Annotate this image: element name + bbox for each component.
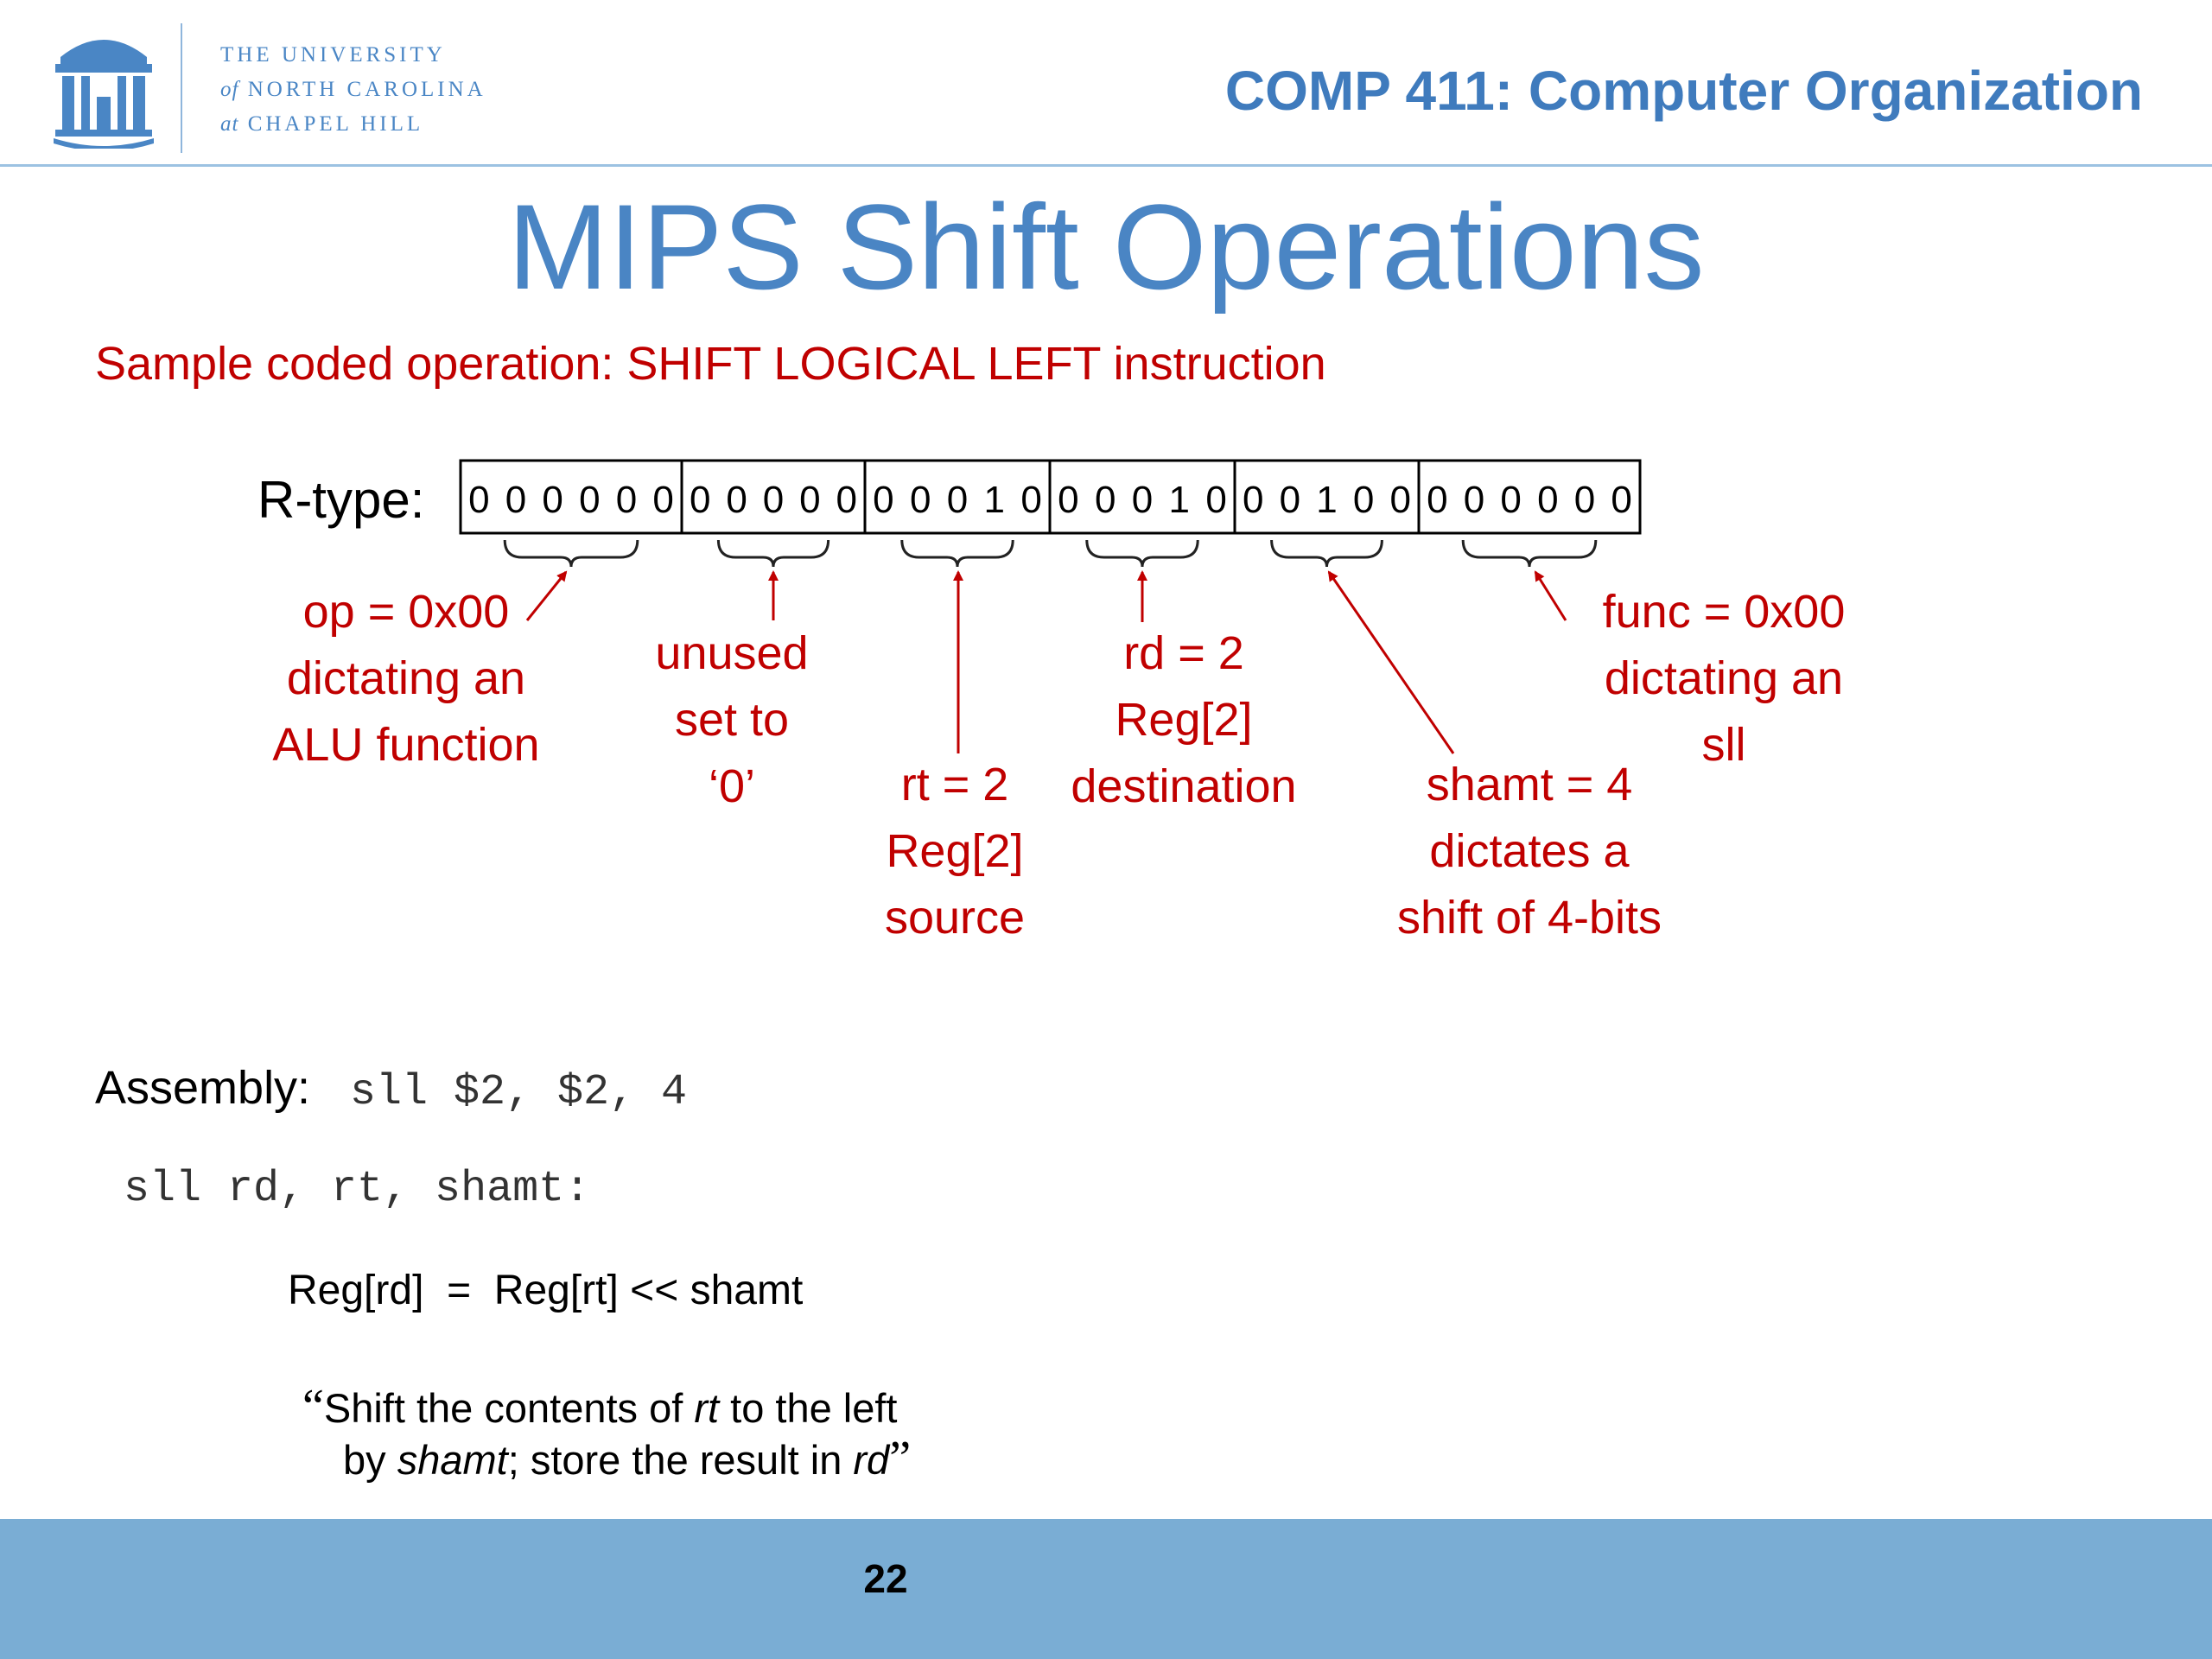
field-box-shamt xyxy=(1233,459,1421,535)
brace-rt xyxy=(900,539,1014,568)
page-number: 22 xyxy=(863,1556,908,1601)
brace-unused xyxy=(716,539,830,568)
field-bit: 0 xyxy=(1058,479,1078,521)
field-bit: 1 xyxy=(1316,479,1337,521)
header-divider xyxy=(0,164,2212,167)
annotation-rt: rt = 2 Reg[2] source xyxy=(884,759,1026,944)
field-bit: 0 xyxy=(505,479,526,521)
old-well-logo-icon xyxy=(54,40,154,149)
course-title: COMP 411: Computer Organization xyxy=(1224,60,2143,122)
field-bit: 0 xyxy=(799,479,820,521)
field-box-func xyxy=(1417,459,1642,535)
brace-func xyxy=(1461,539,1598,568)
brace-rd xyxy=(1085,539,1199,568)
field-bit: 0 xyxy=(616,479,637,521)
rtype-label: R-type: xyxy=(257,471,425,529)
field-bit: 0 xyxy=(836,479,857,521)
field-bit: 0 xyxy=(1611,479,1631,521)
logo-divider xyxy=(181,23,182,153)
field-bit: 0 xyxy=(1427,479,1447,521)
annotation-shamt: shamt = 4 dictates a shift of 4-bits xyxy=(1396,759,1662,944)
arrow-shamt xyxy=(1327,570,1455,754)
field-bit: 0 xyxy=(726,479,747,521)
field-bit: 0 xyxy=(1243,479,1263,521)
field-bit: 0 xyxy=(1464,479,1484,521)
field-bit: 0 xyxy=(1205,479,1226,521)
field-bit: 0 xyxy=(468,479,489,521)
field-bit: 0 xyxy=(652,479,673,521)
field-bit: 1 xyxy=(1169,479,1190,521)
brace-op xyxy=(503,539,639,568)
assembly-code: sll $2, $2, 4 xyxy=(350,1068,688,1117)
assembly-label: Assembly: xyxy=(95,1062,311,1114)
field-bit: 0 xyxy=(1389,479,1410,521)
annotation-op: op = 0x00 dictating an ALU function xyxy=(272,586,540,771)
brace-shamt xyxy=(1270,539,1383,568)
field-bit: 0 xyxy=(1500,479,1521,521)
field-bit: 0 xyxy=(579,479,600,521)
field-bit: 0 xyxy=(910,479,931,521)
annotation-unused: unused set to ‘0’ xyxy=(655,627,809,812)
instruction-semantics: Reg[rd] = Reg[rt] << shamt xyxy=(288,1268,804,1313)
university-name-line3: at CHAPEL HILL xyxy=(220,112,424,136)
field-bit: 0 xyxy=(763,479,784,521)
footer-bar xyxy=(0,1519,2212,1659)
field-bit: 0 xyxy=(1353,479,1374,521)
arrow-op xyxy=(525,570,568,621)
field-bit: 0 xyxy=(873,479,893,521)
field-bit: 0 xyxy=(1132,479,1153,521)
field-bit: 0 xyxy=(1280,479,1300,521)
slide-subtitle: Sample coded operation: SHIFT LOGICAL LE… xyxy=(95,338,1326,390)
arrow-func xyxy=(1534,570,1567,621)
field-bit: 0 xyxy=(1095,479,1116,521)
annotation-rd: rd = 2 Reg[2] destination xyxy=(1071,627,1297,812)
field-bit: 0 xyxy=(1020,479,1041,521)
field-box-op xyxy=(459,459,683,535)
university-name-line1: THE UNIVERSITY xyxy=(220,43,446,67)
field-bit: 1 xyxy=(984,479,1005,521)
annotation-func: func = 0x00 dictating an sll xyxy=(1602,586,1846,771)
field-bit: 0 xyxy=(542,479,563,521)
field-box-rt xyxy=(863,459,1052,535)
field-bit: 0 xyxy=(1574,479,1595,521)
slide-title: MIPS Shift Operations xyxy=(507,179,1705,315)
description-line1: “Shift the contents of rt to the left xyxy=(302,1380,898,1433)
field-box-unused xyxy=(680,459,867,535)
field-bit: 0 xyxy=(947,479,968,521)
field-bit: 0 xyxy=(690,479,710,521)
instruction-syntax: sll rd, rt, shamt: xyxy=(124,1165,591,1214)
university-name-line2: of NORTH CAROLINA xyxy=(220,78,486,101)
field-bit: 0 xyxy=(1537,479,1558,521)
description-line2: by shamt; store the result in rd” xyxy=(343,1432,912,1485)
